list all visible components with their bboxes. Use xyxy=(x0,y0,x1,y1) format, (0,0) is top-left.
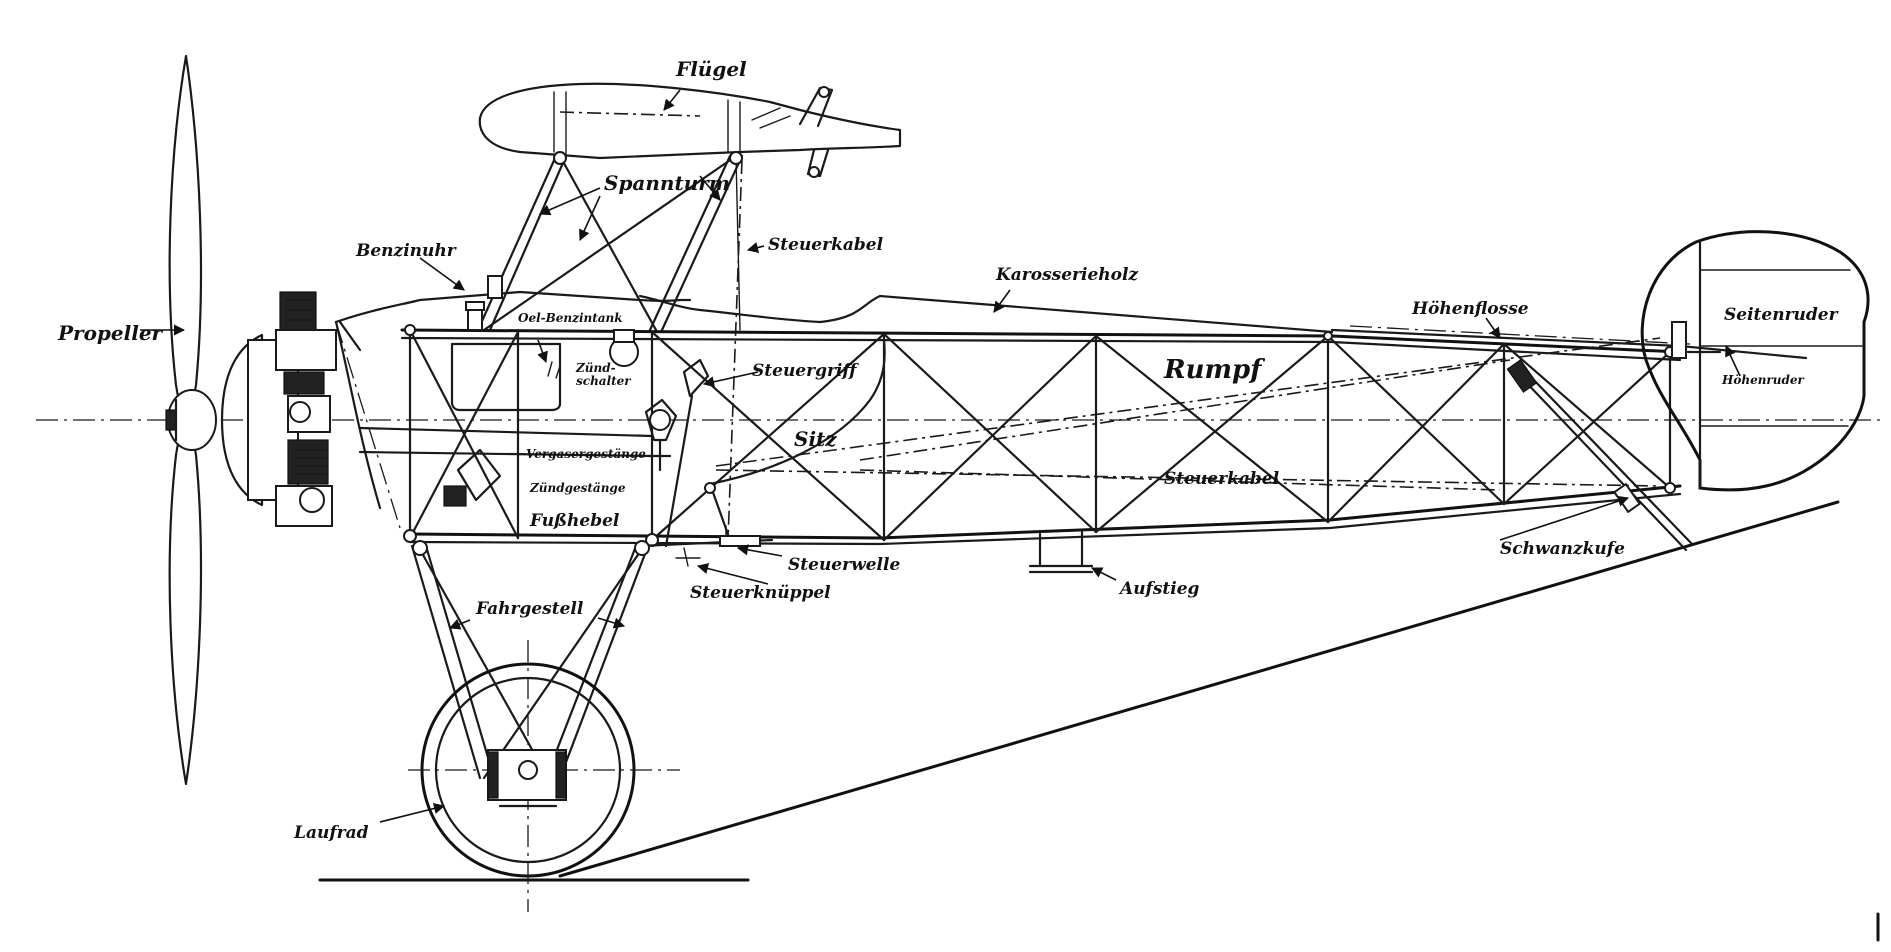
label-karosserieholz: Karosserieholz xyxy=(995,265,1138,285)
label-rumpf: Rumpf xyxy=(1163,355,1265,385)
label-hoehenflosse: Höhenflosse xyxy=(1411,299,1529,319)
landing-gear xyxy=(410,540,650,780)
label-steuerkabel-mid: Steuerkabel xyxy=(1164,469,1280,489)
fuel-tank xyxy=(450,275,639,412)
fuselage xyxy=(358,294,1682,547)
label-zuendgestaenge: Zündgestänge xyxy=(529,481,626,495)
label-steuergriff: Steuergriff xyxy=(752,361,859,381)
label-fluegel: Flügel xyxy=(675,57,747,81)
label-fusshebel: Fußhebel xyxy=(529,511,620,531)
label-steuerkabel-top: Steuerkabel xyxy=(768,235,884,255)
control-cable-vertical xyxy=(727,159,743,541)
labels: Propeller Flügel Spannturm Benzinuhr Ste… xyxy=(57,57,1839,843)
rudder xyxy=(1640,230,1870,492)
step xyxy=(1028,530,1094,574)
label-steuerwelle: Steuerwelle xyxy=(788,555,900,575)
tail-slope-line xyxy=(558,500,1840,878)
label-schwanzkufe: Schwanzkufe xyxy=(1500,539,1625,559)
label-sitz: Sitz xyxy=(794,427,837,451)
tail-skid xyxy=(1506,359,1694,552)
propeller xyxy=(165,54,217,786)
label-propeller: Propeller xyxy=(57,321,164,345)
cabane-struts xyxy=(476,107,791,332)
label-oel-benzintank: Oel-Benzintank xyxy=(518,311,623,325)
label-aufstieg: Aufstieg xyxy=(1118,579,1200,599)
rotary-engine xyxy=(220,291,337,527)
label-spannturm: Spannturm xyxy=(604,171,730,195)
label-seitenruder: Seitenruder xyxy=(1724,305,1839,325)
label-hoehenruder: Höhenruder xyxy=(1721,373,1805,387)
label-zuendschalter: Zünd-schalter xyxy=(575,361,632,388)
wheel xyxy=(408,640,680,912)
tail-control-cables xyxy=(715,337,1661,491)
engine-controls xyxy=(443,358,774,567)
leader-lines xyxy=(140,89,1741,823)
upper-wing xyxy=(478,82,902,178)
label-benzinuhr: Benzinuhr xyxy=(355,241,457,261)
label-laufrad: Laufrad xyxy=(293,823,369,843)
label-fahrgestell: Fahrgestell xyxy=(475,599,584,619)
label-vergasergestaenge: Vergasergestänge xyxy=(526,447,646,461)
label-steuerknueppel: Steuerknüppel xyxy=(690,583,831,603)
